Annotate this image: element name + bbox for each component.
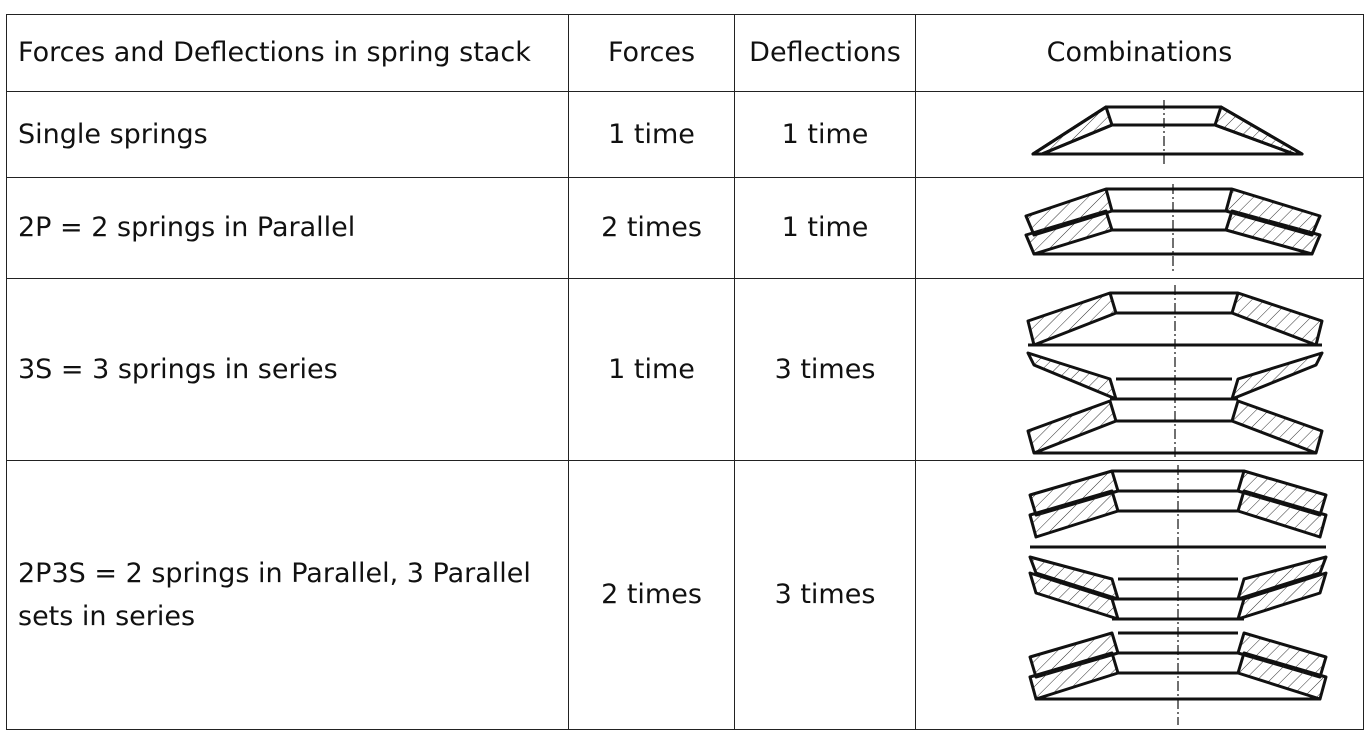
row-combination <box>915 91 1364 178</box>
row-forces: 1 time <box>568 91 735 178</box>
header-row: Forces and Deflections in spring stack F… <box>6 14 1364 92</box>
row-deflections: 1 time <box>734 91 916 178</box>
table-row: 2P = 2 springs in Parallel 2 times 1 tim… <box>6 177 1364 279</box>
header-col-forces: Forces <box>568 14 735 92</box>
row-deflections: 3 times <box>734 278 916 461</box>
single-spring-diagram <box>1031 100 1304 167</box>
series-3-springs-diagram <box>1026 285 1324 457</box>
row-label: 2P3S = 2 springs in Parallel, 3 Parallel… <box>6 460 569 730</box>
row-deflections: 3 times <box>734 460 916 730</box>
table-row: 3S = 3 springs in series 1 time 3 times <box>6 278 1364 461</box>
table-row: Single springs 1 time 1 time <box>6 91 1364 178</box>
spring-stack-table: Forces and Deflections in spring stack F… <box>6 14 1364 730</box>
row-deflections: 1 time <box>734 177 916 279</box>
header-col-deflections: Deflections <box>734 14 916 92</box>
parallel-2-springs-diagram <box>1024 184 1322 273</box>
row-forces: 1 time <box>568 278 735 461</box>
table-row: 2P3S = 2 springs in Parallel, 3 Parallel… <box>6 460 1364 730</box>
row-label: 2P = 2 springs in Parallel <box>6 177 569 279</box>
row-label: 3S = 3 springs in series <box>6 278 569 461</box>
row-forces: 2 times <box>568 177 735 279</box>
header-col-combinations: Combinations <box>915 14 1364 92</box>
row-combination <box>915 460 1364 730</box>
row-forces: 2 times <box>568 460 735 730</box>
row-combination <box>915 177 1364 279</box>
row-combination <box>915 278 1364 461</box>
row-label: Single springs <box>6 91 569 178</box>
header-col-description: Forces and Deflections in spring stack <box>6 14 569 92</box>
parallel-series-2p3s-diagram <box>1028 465 1328 725</box>
